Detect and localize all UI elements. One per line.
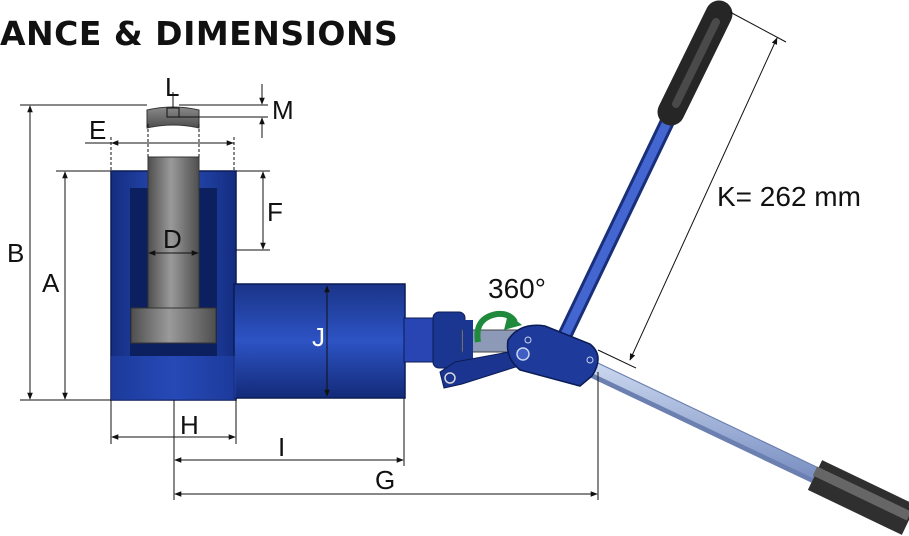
- label-G: G: [375, 465, 395, 495]
- label-F: F: [267, 197, 283, 227]
- saddle-cap: [146, 106, 200, 129]
- jack-body: [110, 156, 406, 401]
- label-M: M: [272, 95, 294, 125]
- label-A: A: [42, 268, 60, 298]
- dimension-lines: [20, 11, 787, 500]
- label-H: H: [180, 410, 199, 440]
- label-L: L: [165, 72, 179, 102]
- label-D: D: [163, 224, 182, 254]
- label-B: B: [7, 238, 24, 268]
- label-E: E: [89, 115, 106, 145]
- section-heading: ANCE & DIMENSIONS: [0, 14, 399, 53]
- label-J: J: [312, 322, 325, 352]
- lower-handle: [586, 360, 909, 535]
- label-I: I: [278, 432, 285, 462]
- rotation-arrow-icon: [474, 310, 522, 343]
- upper-handle: [557, 0, 733, 343]
- handle-socket: [439, 324, 599, 389]
- rotation-label: 360°: [488, 273, 546, 304]
- handle-length-label: K= 262 mm: [717, 181, 861, 212]
- pump-fitting: [403, 311, 519, 369]
